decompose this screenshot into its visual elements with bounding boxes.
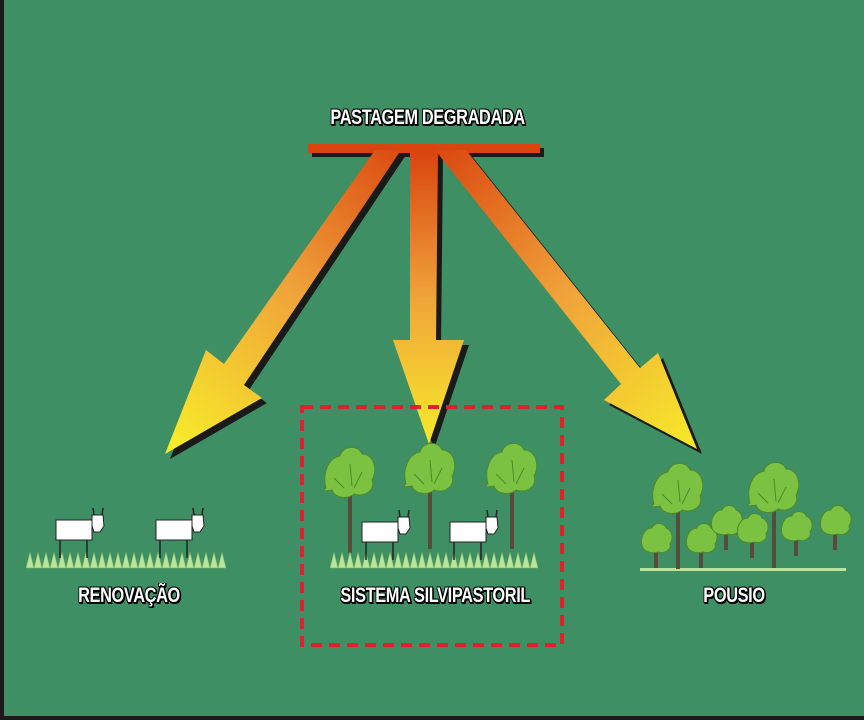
arrow-renovacao [165,150,401,454]
option-label-silvipastoril: SISTEMA SILVIPASTORIL [340,584,531,607]
diagram-graphics [25,144,852,647]
renovacao-scene [25,507,227,569]
arrow-silvipastoril [393,152,464,444]
cow-icon [361,509,411,561]
cow-icon [155,507,205,559]
grass-strip-silvipastoril [329,551,539,569]
top-label: PASTAGEM DEGRADADA [330,106,525,129]
arrow-pousio [435,150,697,449]
option-label-renovacao: RENOVAÇÃO [78,584,180,607]
tree-icon [651,462,704,570]
tree-icon [819,505,852,551]
tree-icon [780,511,813,557]
tree-icon [736,513,769,559]
cow-icon [55,507,105,559]
tree-icon [403,442,456,550]
grass-strip-renovacao [25,551,227,569]
silvipastoril-scene [323,442,539,569]
cow-icon [449,509,499,561]
option-label-pousio: POUSIO [703,584,765,607]
pousio-scene [640,461,852,571]
highlight-box [300,405,564,647]
tree-icon [640,523,673,569]
